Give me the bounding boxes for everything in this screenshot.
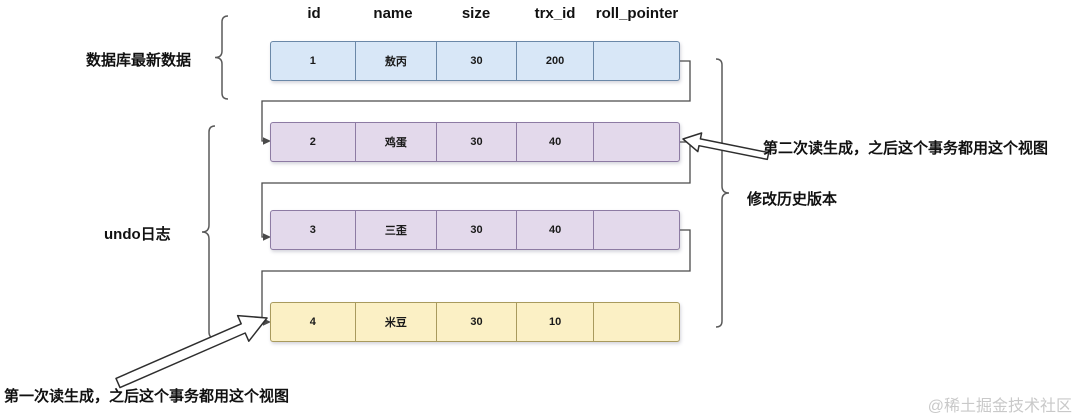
latest-data-label: 数据库最新数据 bbox=[86, 52, 192, 69]
latest-data-brace bbox=[214, 15, 229, 100]
cell-name: 米豆 bbox=[356, 303, 438, 341]
cell-size: 30 bbox=[437, 211, 517, 249]
first-read-arrow bbox=[115, 314, 268, 389]
cell-id: 4 bbox=[271, 303, 356, 341]
cell-size: 30 bbox=[437, 123, 517, 161]
column-header-id: id bbox=[307, 5, 321, 22]
cell-id: 2 bbox=[271, 123, 356, 161]
cell-roll-pointer bbox=[594, 42, 679, 80]
cell-trx-id: 40 bbox=[517, 123, 595, 161]
undo-row-2: 3 三歪 30 40 bbox=[270, 210, 680, 250]
undo-log-brace bbox=[201, 125, 216, 339]
oldest-undo-row: 4 米豆 30 10 bbox=[270, 302, 680, 342]
cell-size: 30 bbox=[437, 42, 517, 80]
cell-trx-id: 200 bbox=[517, 42, 595, 80]
history-versions-brace bbox=[715, 58, 730, 328]
undo-row-1: 2 鸡蛋 30 40 bbox=[270, 122, 680, 162]
cell-roll-pointer bbox=[594, 211, 679, 249]
cell-trx-id: 40 bbox=[517, 211, 595, 249]
cell-name: 敖丙 bbox=[356, 42, 438, 80]
undo-log-label: undo日志 bbox=[104, 226, 171, 243]
cell-name: 三歪 bbox=[356, 211, 438, 249]
cell-id: 3 bbox=[271, 211, 356, 249]
column-header-roll-pointer: roll_pointer bbox=[595, 5, 679, 22]
cell-name: 鸡蛋 bbox=[356, 123, 438, 161]
cell-id: 1 bbox=[271, 42, 356, 80]
second-read-arrow bbox=[682, 132, 770, 161]
cell-roll-pointer bbox=[594, 303, 679, 341]
second-read-label: 第二次读生成，之后这个事务都用这个视图 bbox=[763, 140, 1049, 157]
history-versions-label: 修改历史版本 bbox=[747, 191, 838, 208]
first-read-label: 第一次读生成，之后这个事务都用这个视图 bbox=[4, 388, 290, 405]
cell-roll-pointer bbox=[594, 123, 679, 161]
juejin-watermark: @稀土掘金技术社区 bbox=[927, 398, 1072, 415]
cell-trx-id: 10 bbox=[517, 303, 595, 341]
column-header-size: size bbox=[461, 5, 491, 22]
cell-size: 30 bbox=[437, 303, 517, 341]
latest-data-row: 1 敖丙 30 200 bbox=[270, 41, 680, 81]
column-header-trx-id: trx_id bbox=[534, 5, 576, 22]
column-header-name: name bbox=[373, 5, 413, 22]
